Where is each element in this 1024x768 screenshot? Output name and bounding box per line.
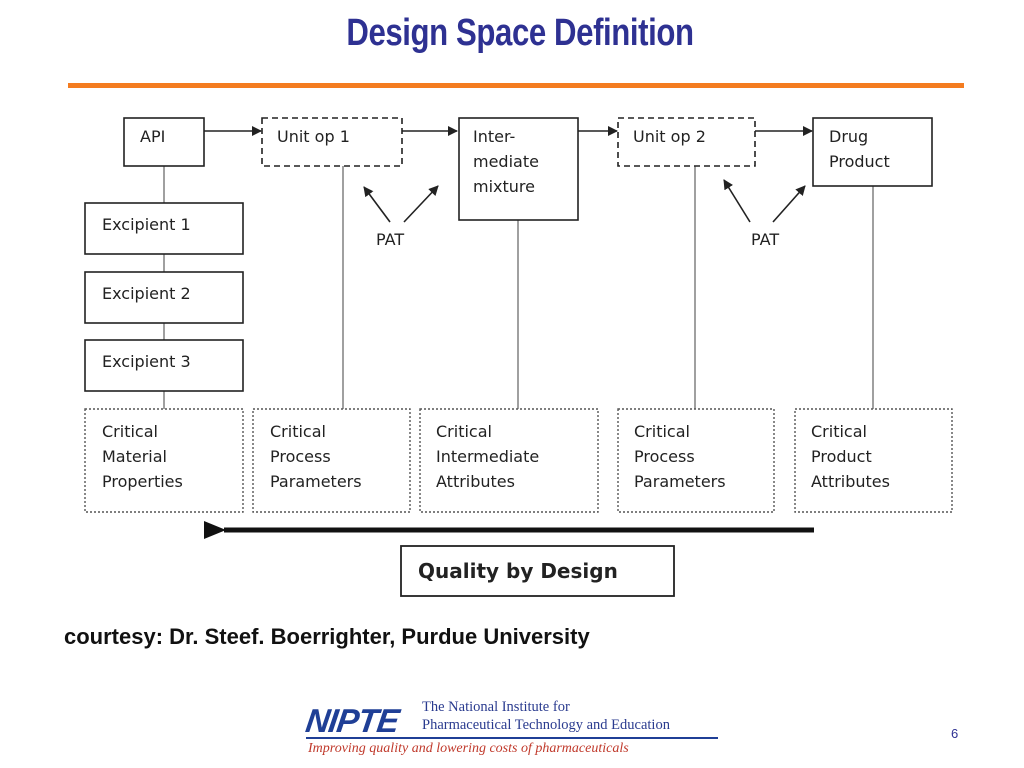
org-name-line-1: The National Institute for [422, 699, 570, 715]
unit-op-2-label: Unit op 2 [633, 127, 706, 146]
slide-title: Design Space Definition [346, 12, 694, 54]
attr-4-line-1: Critical [634, 422, 690, 441]
intermediate-line-1: Inter- [473, 127, 515, 146]
attr-5-line-1: Critical [811, 422, 867, 441]
attr-1-line-2: Material [102, 447, 167, 466]
excipient-3-box: Excipient 3 [84, 339, 244, 392]
attr-4-line-3: Parameters [634, 472, 726, 491]
excipient-1-box: Excipient 1 [84, 202, 244, 255]
logo-divider [306, 737, 718, 739]
page-number: 6 [951, 726, 959, 741]
pat-label-1: PAT [376, 230, 404, 249]
drug-product-box: Drug Product [812, 117, 933, 187]
pat-arrows [363, 179, 806, 223]
unit-op-1-label: Unit op 1 [277, 127, 350, 146]
intermediate-mixture-box: Inter- mediate mixture [458, 117, 579, 221]
connector-lines [163, 166, 874, 409]
critical-intermediate-attributes-box [419, 408, 599, 513]
org-name-line-2: Pharmaceutical Technology and Education [422, 717, 670, 733]
attr-2-line-1: Critical [270, 422, 326, 441]
excipient-2-label: Excipient 2 [102, 284, 191, 303]
critical-process-parameters-1-box [252, 408, 411, 513]
pat-label-2: PAT [751, 230, 779, 249]
unit-op-1-box: Unit op 1 [261, 117, 403, 167]
attr-1-line-3: Properties [102, 472, 183, 491]
critical-process-parameters-2-box [617, 408, 775, 513]
attr-4-line-2: Process [634, 447, 695, 466]
attr-3-line-2: Intermediate [436, 447, 539, 466]
attr-2-line-2: Process [270, 447, 331, 466]
attr-5-line-3: Attributes [811, 472, 890, 491]
excipient-2-box: Excipient 2 [84, 271, 244, 324]
api-label: API [140, 127, 165, 146]
design-space-diagram: API Unit op 1 Inter- mediate mixture Uni… [84, 117, 953, 597]
excipient-1-label: Excipient 1 [102, 215, 191, 234]
attr-3-line-1: Critical [436, 422, 492, 441]
drug-product-line-2: Product [829, 152, 890, 171]
nipte-org-name: The National Institute for Pharmaceutica… [422, 698, 670, 734]
attr-1-line-1: Critical [102, 422, 158, 441]
attr-2-line-3: Parameters [270, 472, 362, 491]
intermediate-line-3: mixture [473, 177, 535, 196]
nipte-logo-mark: NIPTE [303, 702, 401, 739]
nipte-logo: NIPTE The National Institute for Pharmac… [303, 696, 720, 758]
api-box: API [123, 117, 205, 167]
courtesy-credit: courtesy: Dr. Steef. Boerrighter, Purdue… [64, 624, 590, 649]
attr-5-line-2: Product [811, 447, 872, 466]
nipte-tagline: Improving quality and lowering costs of … [308, 741, 629, 756]
quality-by-design-box: Quality by Design [400, 545, 675, 597]
excipient-3-label: Excipient 3 [102, 352, 191, 371]
critical-product-attributes-box [794, 408, 953, 513]
unit-op-2-box: Unit op 2 [617, 117, 756, 167]
title-divider [68, 83, 964, 88]
critical-material-properties-box [84, 408, 244, 513]
attr-3-line-3: Attributes [436, 472, 515, 491]
intermediate-line-2: mediate [473, 152, 539, 171]
quality-by-design-label: Quality by Design [418, 559, 618, 583]
drug-product-line-1: Drug [829, 127, 868, 146]
